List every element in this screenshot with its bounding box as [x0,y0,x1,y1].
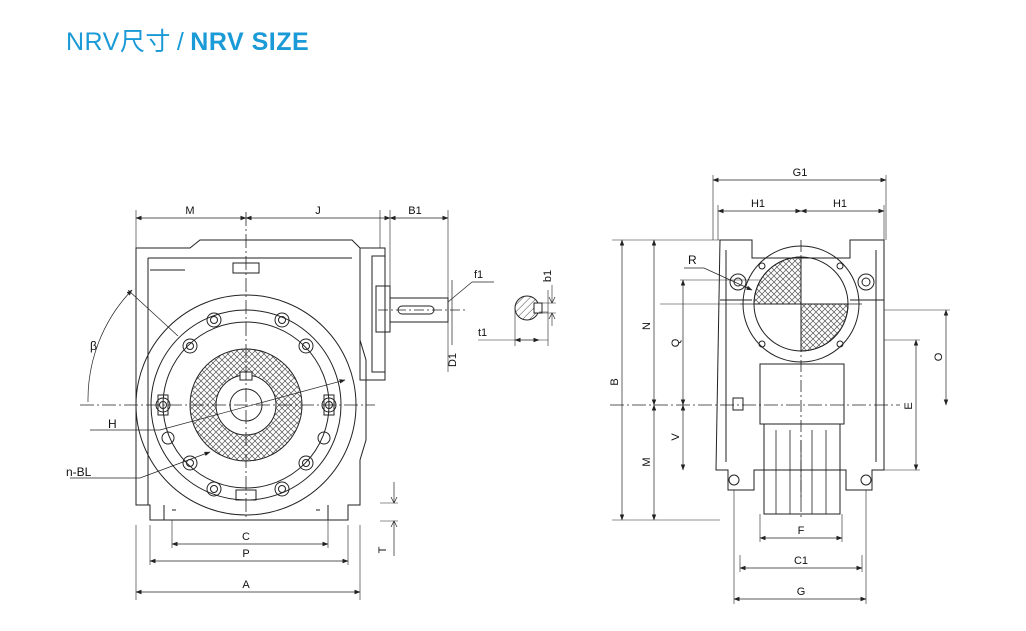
side-output-ribs [775,430,827,514]
dim-beta-ray [127,289,179,337]
input-shaft [389,297,449,323]
side-key-mark [732,397,744,411]
key-section-arrows [548,296,556,320]
side-ext-lines [660,175,950,604]
label-b1: B1 [408,205,421,217]
label-t1: t1 [478,327,487,339]
label-m: M [185,205,194,217]
label-j: J [315,205,321,217]
side-view [610,175,950,604]
page-title: NRV尺寸/NRV SIZE [66,22,309,58]
worm-hatch-br [800,303,849,352]
side-output-hub [763,423,841,515]
flange-boss [375,285,391,333]
dim-f1-leader [447,281,473,303]
side-housing-inner [720,250,884,462]
front-housing-top [147,257,352,505]
label-nbl: n-BL [66,465,92,479]
worm-hatch-tl [753,256,802,305]
label-h: H [108,417,117,431]
title-separator: / [176,28,185,56]
label-b: B [609,378,621,385]
dim-t-arrows [390,496,398,528]
label-v: V [670,433,682,441]
label-b1-key: b1 [542,270,554,282]
title-chinese: NRV尺寸 [66,28,171,56]
label-d1: D1 [447,353,459,367]
label-q: Q [670,338,682,347]
dim-nbl-leader [70,451,211,479]
label-o: O [933,352,945,361]
label-g: G [797,586,806,598]
label-f: F [798,525,805,537]
label-h1-left: H1 [751,198,765,210]
side-lower-block [759,363,845,425]
label-c1: C1 [794,555,808,567]
label-a: A [242,579,250,591]
dim-beta-arc [87,289,133,403]
key-section-slot [533,302,543,314]
label-c: C [242,531,250,543]
front-view [70,210,556,600]
label-e: E [903,402,915,409]
front-feet [163,505,329,520]
side-bolt-holes [728,262,875,486]
key-section-dims [478,285,556,346]
label-p: P [242,548,249,560]
flange-inner [371,255,386,373]
label-g1: G1 [793,167,808,179]
front-housing-outline [135,239,367,521]
side-housing-outline [715,239,885,491]
label-beta: β [90,339,97,353]
label-t: T [377,546,389,553]
title-english: NRV SIZE [190,28,310,56]
dim-r-leader [684,267,753,291]
front-ext-lines [135,210,449,600]
label-m-side: M [641,457,653,466]
front-view-labels: M J B1 f1 b1 t1 D1 β H n-BL C P A T [66,205,554,591]
label-h1-right: H1 [833,198,847,210]
label-n: N [641,322,653,330]
label-r: R [688,253,697,267]
label-f1: f1 [474,269,483,281]
side-view-labels: G1 H1 H1 R N Q B O E V M F C1 G [609,167,945,598]
dim-h-leader [90,379,346,431]
